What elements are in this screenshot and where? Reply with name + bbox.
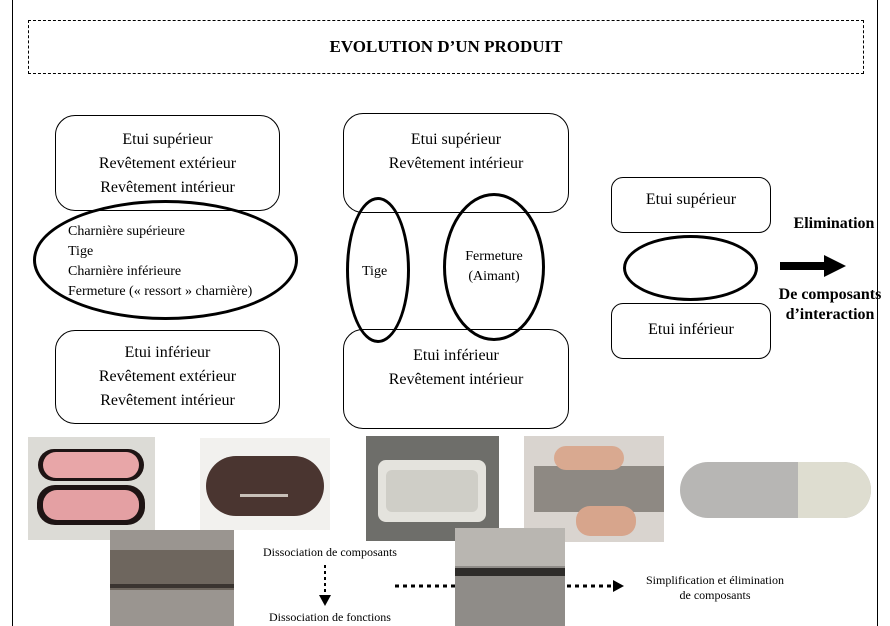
col1-top-box: Etui supérieur Revêtement extérieur Revê… <box>55 115 280 211</box>
col2-bottom-line-2: Revêtement intérieur <box>388 371 524 388</box>
col3-bottom-box: Etui inférieur <box>611 303 771 359</box>
col3-top-box: Etui supérieur <box>611 177 771 233</box>
elimination-line-3: d’interaction <box>785 306 875 323</box>
col2-fermeture-ellipse <box>443 193 545 341</box>
photo-brown-case <box>200 438 330 530</box>
col1-bottom-line-2: Revêtement extérieur <box>98 368 237 385</box>
col1-top-line-1: Etui supérieur <box>122 131 213 148</box>
col1-middle-list: Charnière supérieure Tige Charnière infé… <box>68 222 252 302</box>
col2-fermeture-label: Fermeture (Aimant) <box>443 247 545 287</box>
col1-bottom-line-3: Revêtement intérieur <box>100 392 235 409</box>
diagram-frame <box>12 0 878 626</box>
col1-interaction-ellipse <box>33 200 298 320</box>
col2-top-line-2: Revêtement intérieur <box>388 155 524 172</box>
col3-bottom-label: Etui inférieur <box>648 321 734 338</box>
col3-top-label: Etui supérieur <box>645 191 737 208</box>
elimination-arrow <box>780 255 846 277</box>
photo-hinge-closeup-left <box>110 530 234 626</box>
photo-capsule-case <box>678 456 873 523</box>
col2-fermeture-line-2: (Aimant) <box>468 269 520 284</box>
col1-middle-line-2: Tige <box>68 244 94 259</box>
photo-hinge-closeup-right <box>455 528 565 626</box>
col2-bottom-box: Etui inférieur Revêtement intérieur <box>343 329 569 429</box>
col2-bottom-line-1: Etui inférieur <box>413 347 499 364</box>
dashed-arrow-left-to-photo <box>395 584 455 588</box>
dashed-arrow-down <box>319 565 331 606</box>
col2-fermeture-line-1: Fermeture <box>465 249 523 264</box>
elimination-label: Elimination <box>793 215 875 232</box>
col1-top-line-2: Revêtement extérieur <box>98 155 237 172</box>
col1-bottom-box: Etui inférieur Revêtement extérieur Revê… <box>55 330 280 424</box>
diagram-title: EVOLUTION D’UN PRODUIT <box>28 20 864 74</box>
col3-empty-ellipse <box>623 235 758 301</box>
photo-hand-magnet <box>524 436 664 542</box>
col2-top-line-1: Etui supérieur <box>410 131 502 148</box>
col2-top-box: Etui supérieur Revêtement intérieur <box>343 113 569 213</box>
caption-simplification-line-1: Simplification et élimination <box>646 573 784 587</box>
col1-bottom-line-1: Etui inférieur <box>124 344 211 361</box>
photo-pink-case <box>28 437 155 540</box>
elimination-line-2: De composants <box>778 286 882 303</box>
caption-dissociation-composants: Dissociation de composants <box>263 545 397 559</box>
photo-grey-open-case <box>366 436 499 541</box>
col1-top-line-3: Revêtement intérieur <box>100 179 235 196</box>
col1-middle-line-4: Fermeture (« ressort » charnière) <box>68 284 253 299</box>
col1-middle-line-1: Charnière supérieure <box>68 224 185 239</box>
col2-tige-ellipse <box>346 197 410 343</box>
caption-simplification-line-2: de composants <box>679 588 751 602</box>
caption-simplification: Simplification et élimination de composa… <box>625 573 805 603</box>
dashed-arrow-right <box>567 580 624 592</box>
col1-middle-line-3: Charnière inférieure <box>68 264 182 279</box>
col2-tige-label: Tige <box>362 264 388 279</box>
caption-dissociation-fonctions: Dissociation de fonctions <box>269 610 391 624</box>
